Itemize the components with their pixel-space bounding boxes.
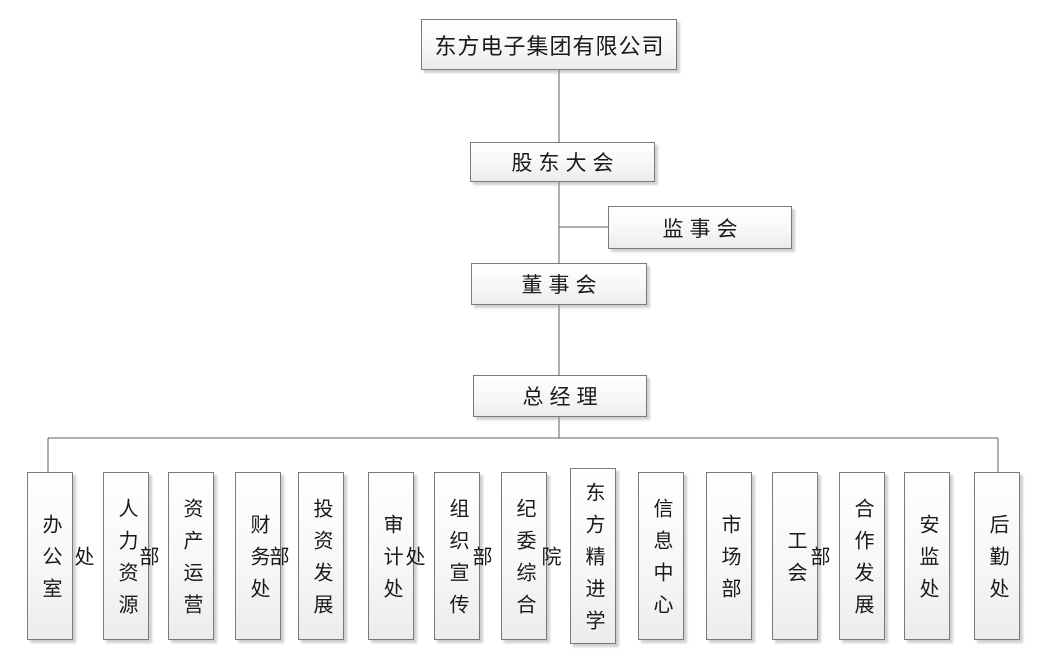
node-company: 东方电子集团有限公司 xyxy=(421,19,677,70)
node-board-of-directors: 董事会 xyxy=(471,263,647,305)
dept-logistics: 后勤处 xyxy=(974,472,1020,640)
node-shareholders-meeting: 股东大会 xyxy=(470,142,655,182)
dept-jingjin-academy: 东方精进学院 xyxy=(538,468,616,644)
dept-information-center: 信息中心 xyxy=(638,472,684,640)
dept-investment-development: 投资发展部 xyxy=(266,472,344,640)
node-general-manager: 总经理 xyxy=(473,375,647,417)
dept-asset-operations: 资产运营部 xyxy=(136,472,214,640)
dept-audit: 审计处 xyxy=(368,472,414,640)
dept-labor-union: 工会 xyxy=(772,472,818,640)
node-supervisory-board: 监事会 xyxy=(608,206,792,249)
dept-human-resources: 人力资源处 xyxy=(71,472,149,640)
dept-office: 办公室 xyxy=(27,472,73,640)
dept-marketing: 市场部 xyxy=(706,472,752,640)
dept-cooperation-development: 合作发展部 xyxy=(807,472,885,640)
dept-organization-publicity: 组织宣传处 xyxy=(402,472,480,640)
dept-discipline-committee-general: 纪委综合部 xyxy=(469,472,547,640)
dept-safety-supervision: 安监处 xyxy=(904,472,950,640)
dept-finance: 财务处 xyxy=(235,472,281,640)
